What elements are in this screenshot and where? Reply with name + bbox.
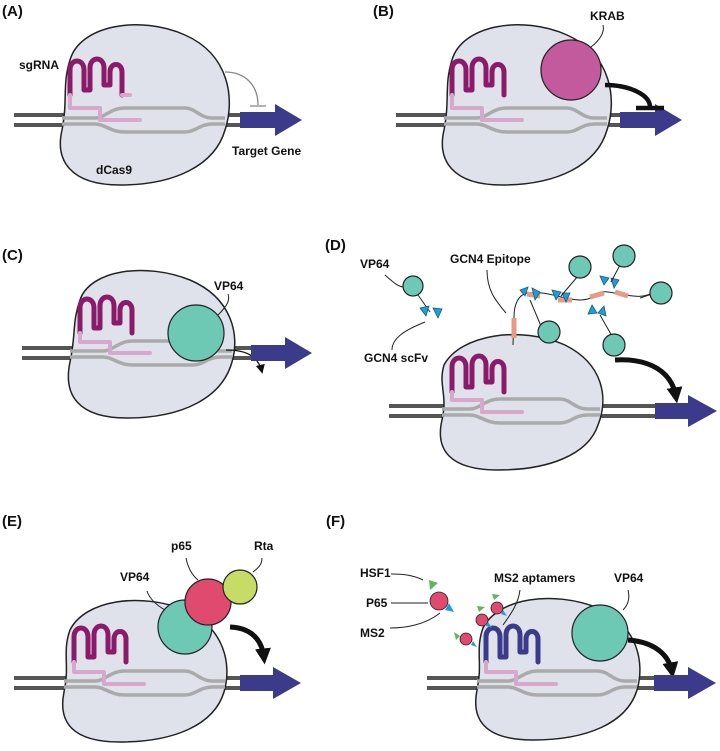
target-gene-arrow <box>654 667 716 699</box>
panel-label: (B) <box>373 3 394 20</box>
target-gene-arrow <box>655 395 717 427</box>
activation-arrow <box>229 624 271 665</box>
gcn4-scfv-leader <box>391 321 426 351</box>
scfv-vp64-unit <box>519 286 561 344</box>
sgrna-hairpin <box>67 56 142 122</box>
panel-c: (C) VP64 <box>2 247 312 419</box>
scfv-vp64-unit <box>639 281 673 305</box>
panel-b: (B) KRAB <box>373 3 682 186</box>
target-gene-arrow <box>240 667 301 699</box>
sgrna-hairpin <box>449 56 524 122</box>
sgrna-hairpin <box>71 623 146 686</box>
rta-domain <box>222 569 258 605</box>
gcn4-epitope-chain <box>511 289 656 346</box>
krab-domain <box>540 39 602 101</box>
repression-arc <box>604 82 653 108</box>
activation-arrow <box>225 349 265 374</box>
hsf1-label: HSF1 <box>360 566 391 580</box>
scfv-vp64-unit <box>587 304 626 357</box>
panel-label: (A) <box>2 3 23 20</box>
panel-e: (E) VP64 p65 Rta <box>2 513 301 743</box>
ms2-p65-hsf1-complex <box>454 632 477 647</box>
free-scfv-vp64 <box>402 275 443 319</box>
target-gene-arrow <box>251 337 312 369</box>
vp64-domain <box>571 604 629 662</box>
vp64-leader <box>146 590 166 611</box>
dcas9-protein <box>439 333 604 471</box>
ms2-aptamer-hairpin <box>483 623 558 686</box>
hsf1-leader <box>390 573 424 581</box>
scfv-vp64-unit <box>599 244 636 289</box>
panel-label: (F) <box>326 513 345 530</box>
scfv-vp64-unit <box>551 255 592 303</box>
gcn4-epitope-label: GCN4 Epitope <box>450 252 531 266</box>
dna-bubble <box>64 669 225 697</box>
panel-label: (D) <box>325 237 346 254</box>
target-gene-arrow <box>620 104 682 136</box>
panel-a: (A) sgRNA dCas9 Target Gene <box>2 3 302 186</box>
vp64-label: VP64 <box>614 571 644 585</box>
vp64-label: VP64 <box>360 257 390 271</box>
target-gene-arrow <box>240 104 302 136</box>
rta-leader <box>252 557 263 573</box>
rta-label: Rta <box>254 539 274 553</box>
vp64-leader <box>622 589 630 611</box>
p65-label: p65 <box>171 539 192 553</box>
ms2-p65-hsf1-complex <box>475 606 492 628</box>
activation-arrow <box>627 637 679 679</box>
activation-arrow <box>614 357 683 404</box>
ms2-p65-hsf1-complex <box>490 594 507 616</box>
dcas9-label: dCas9 <box>96 163 132 177</box>
vp64-label: VP64 <box>120 570 150 584</box>
dna-bubble <box>442 397 600 425</box>
ms2-label: MS2 <box>360 626 385 640</box>
sgrna-hairpin <box>77 294 152 355</box>
panel-d: (D) <box>325 237 717 471</box>
vp64-domain <box>167 304 225 362</box>
panel-f: (F) VP64 MS2 aptamers <box>326 513 716 741</box>
repression-arc <box>224 71 259 106</box>
vp64-leader <box>384 274 404 288</box>
vp64-label: VP64 <box>214 279 244 293</box>
gcn4-epitope-leader <box>486 269 507 314</box>
ms2-aptamers-leader <box>502 589 521 626</box>
gcn4-scfv-label: GCN4 scFv <box>364 351 428 365</box>
krab-label: KRAB <box>590 9 625 23</box>
target-gene-label: Target Gene <box>232 144 301 158</box>
panel-label: (C) <box>2 247 23 264</box>
krab-leader <box>590 24 604 48</box>
panel-label: (E) <box>2 513 22 530</box>
ms2-leader <box>389 612 441 629</box>
sgrna-label: sgRNA <box>19 58 59 72</box>
p65-leader <box>185 557 199 581</box>
p65-label: P65 <box>366 596 388 610</box>
sgrna-hairpin <box>449 353 524 414</box>
vp64-leader <box>217 293 230 316</box>
ms2-p65-hsf1-complex <box>429 580 454 612</box>
dcas9-protein <box>59 24 231 186</box>
ms2-aptamers-label: MS2 aptamers <box>494 571 576 585</box>
